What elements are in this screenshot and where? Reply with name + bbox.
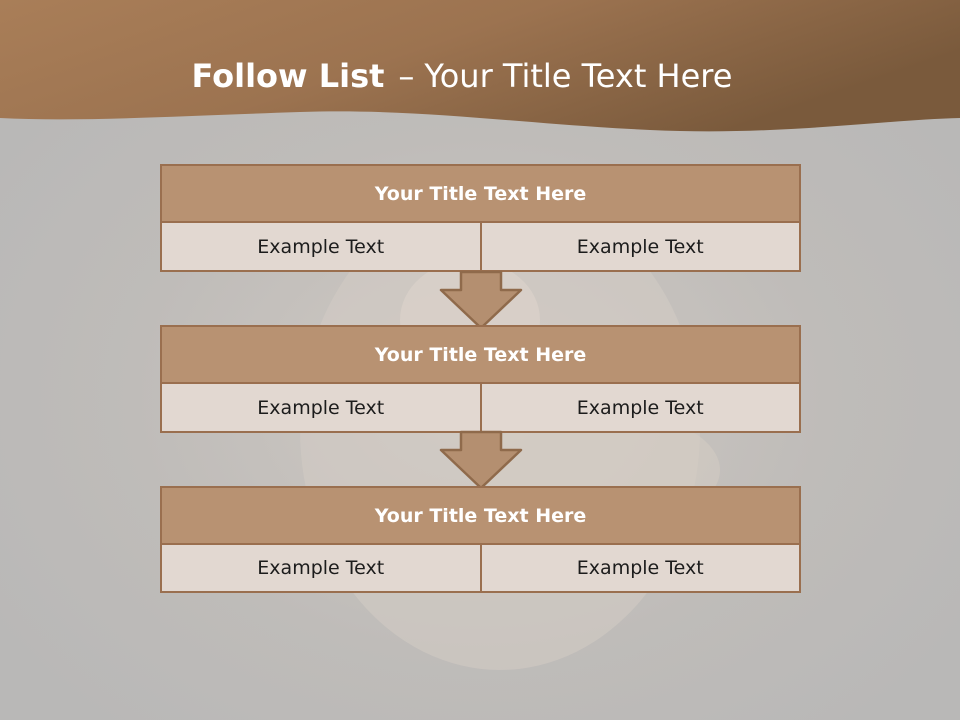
block-cell-right: Example Text (479, 384, 799, 431)
list-block-1: Your Title Text Here Example Text Exampl… (160, 164, 801, 272)
block-cell-left: Example Text (162, 223, 480, 270)
title-banner (0, 0, 960, 132)
block-cell-right: Example Text (479, 223, 799, 270)
title-dash: – (398, 57, 415, 95)
block-row: Example Text Example Text (162, 384, 799, 431)
down-arrow-icon (439, 270, 523, 330)
list-block-3: Your Title Text Here Example Text Exampl… (160, 486, 801, 593)
down-arrow-icon (439, 430, 523, 490)
block-heading: Your Title Text Here (162, 166, 799, 223)
block-cell-left: Example Text (162, 545, 480, 591)
block-row: Example Text Example Text (162, 545, 799, 591)
title-bold: Follow List (191, 57, 385, 95)
title-rest: Your Title Text Here (424, 57, 733, 95)
list-block-2: Your Title Text Here Example Text Exampl… (160, 325, 801, 433)
block-heading: Your Title Text Here (162, 488, 799, 545)
block-cell-right: Example Text (479, 545, 799, 591)
block-heading: Your Title Text Here (162, 327, 799, 384)
slide-title: Follow List–Your Title Text Here (0, 54, 942, 98)
block-row: Example Text Example Text (162, 223, 799, 270)
block-cell-left: Example Text (162, 384, 480, 431)
